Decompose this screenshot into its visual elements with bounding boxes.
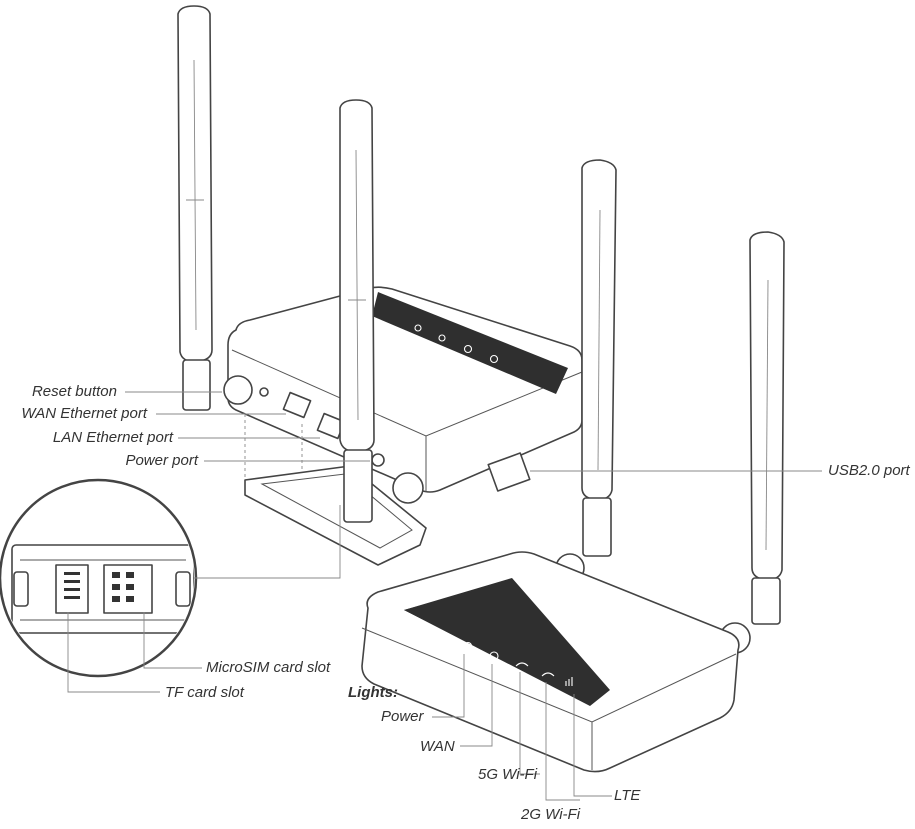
label-microsim-slot: MicroSIM card slot: [206, 659, 331, 676]
label-power-light: Power: [381, 708, 424, 725]
power-icon: [463, 641, 473, 651]
label-tf-slot: TF card slot: [165, 684, 244, 701]
signal-icon: [565, 677, 573, 686]
power-port: [371, 453, 385, 467]
sim-slot-zoom: [0, 478, 198, 678]
label-lights-heading: Lights:: [348, 684, 398, 701]
leader-lines: [67, 391, 822, 801]
front-led-icons: [463, 641, 573, 686]
reset-button: [259, 387, 269, 397]
antennas: [177, 5, 785, 625]
label-wan-light: WAN: [420, 738, 455, 755]
back-router: [223, 286, 751, 654]
wan-ethernet-port: [282, 391, 312, 419]
label-2g-wifi-light: 2G Wi-Fi: [521, 806, 581, 823]
label-lte-light: LTE: [614, 787, 641, 804]
back-led-panel: [372, 292, 568, 394]
usb-port: [487, 452, 531, 492]
label-wan-ethernet-port: WAN Ethernet port: [21, 405, 147, 422]
wifi-icon: [541, 672, 555, 677]
wifi-icon: [515, 662, 529, 667]
label-reset-button: Reset button: [31, 383, 117, 400]
label-5g-wifi-light: 5G Wi-Fi: [478, 766, 538, 783]
label-usb-port: USB2.0 port: [828, 462, 910, 479]
label-power-port: Power port: [125, 452, 198, 469]
globe-icon: [489, 651, 499, 661]
front-router: [361, 551, 740, 773]
label-lan-ethernet-port: LAN Ethernet port: [52, 429, 173, 446]
